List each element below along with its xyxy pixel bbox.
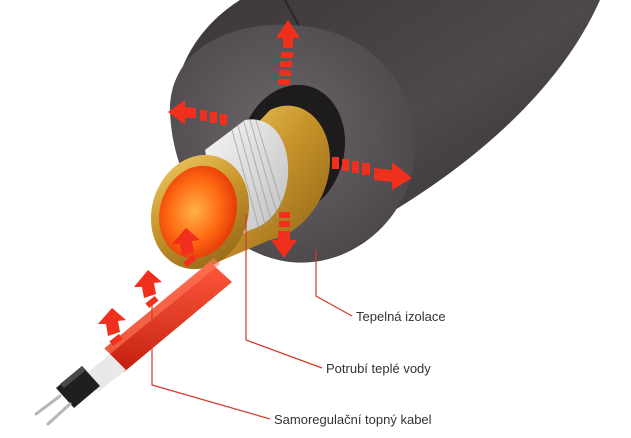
heat-arrow-icon [134, 270, 162, 309]
hot-water [159, 165, 237, 259]
label-insulation: Tepelná izolace [356, 309, 446, 324]
brass-pipe [150, 105, 330, 270]
heat-arrow-icon [168, 100, 227, 125]
leader-line-cable [151, 305, 271, 420]
label-pipe: Potrubí teplé vody [326, 361, 431, 376]
heat-arrow-icon [98, 308, 126, 347]
leader-line-pipe [245, 214, 323, 369]
heating-cable [34, 258, 232, 426]
leader-lines [151, 214, 353, 420]
cable-heat-arrows [98, 228, 200, 347]
heat-arrow-icon [271, 212, 297, 258]
heat-arrow-icon [276, 20, 300, 85]
label-cable: Samoregulační topný kabel [274, 412, 432, 427]
leader-line-insulation [315, 250, 353, 317]
heat-arrows [168, 20, 412, 258]
heat-arrow-icon [172, 228, 200, 268]
heat-arrow-icon [332, 157, 412, 190]
